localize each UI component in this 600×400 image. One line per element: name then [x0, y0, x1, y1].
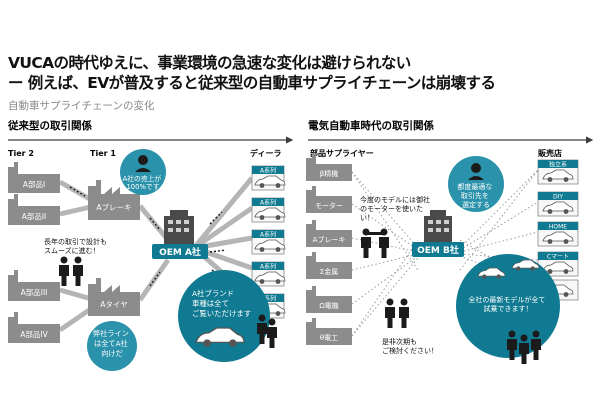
dealer-1-label: A系列 — [260, 167, 276, 175]
supplier-6: θ電工 — [306, 318, 352, 345]
supplier-3-label: Aブレーキ — [313, 235, 346, 244]
left-section-title: 従来型の取引関係 — [7, 120, 92, 132]
tier1-factory-tire: Aタイヤ — [88, 278, 140, 316]
right-section-header: 電気自動車時代の取引関係 部品サプライヤー 販売店 — [308, 120, 594, 158]
dealer-1: A系列 — [251, 165, 286, 191]
supply-chain-diagram: 従来型の取引関係 Tier 2 Tier 1 ディーラ 電気自動車時代の取引関係… — [7, 120, 594, 371]
tier1-factory-brake: Aブレーキ — [88, 180, 140, 220]
tier2-factory-4: A部品IV — [8, 312, 60, 343]
left-section-header: 従来型の取引関係 Tier 2 Tier 1 ディーラ — [7, 120, 294, 158]
supplier-3: Aブレーキ — [306, 220, 352, 247]
supplier-label: 部品サプライヤー — [310, 148, 374, 158]
tier2-box-4-label: A部品IV — [20, 329, 48, 339]
dealer-label: ディーラ — [250, 148, 281, 158]
tier2-factory-3: A部品III — [8, 270, 60, 301]
store-3-label: HOME — [549, 224, 567, 231]
right-section-title: 電気自動車時代の取引関係 — [308, 120, 434, 132]
tier1-box-1-label: Aブレーキ — [96, 202, 131, 212]
dealer-3: A系列 — [251, 229, 286, 255]
dealer-5-label: A系列 — [260, 295, 276, 303]
dealer-4-label: A系列 — [260, 263, 276, 271]
store-2: DIY — [537, 191, 579, 217]
handshake-people-left — [59, 256, 83, 286]
tier1-label: Tier 1 — [90, 149, 116, 158]
dealer-2-label: A系列 — [260, 199, 276, 207]
bubble-brand-text: A社ブランド 車種は全て ご覧いただけます — [192, 289, 251, 318]
tier2-factory-2: A部品II — [8, 194, 60, 225]
quote-motor-text: 今度のモデルには御社 のモーターを使いた い！ — [360, 195, 432, 222]
headline-line-1: VUCAの時代ゆえに、事業環境の急速な変化は避けられない — [8, 54, 411, 72]
bubble-loyal: 弊社ライン は全てA社 向けだ — [87, 321, 137, 371]
supplier-1-label: β精機 — [320, 169, 338, 178]
tier2-box-2-label: A部品II — [22, 211, 47, 221]
supplier-6-label: θ電工 — [320, 334, 338, 342]
meeting-people-icon — [361, 228, 389, 258]
quote-review-text: 是非次期も ご検討ください！ — [382, 337, 438, 355]
supplier-2-label: モーター — [315, 201, 343, 210]
bubble-models-text: 全社の最新モデルが全て 試乗できます！ — [468, 295, 547, 313]
store-2-label: DIY — [553, 194, 563, 201]
bubble-best: 都度最適な 取引先を 選定する — [448, 156, 504, 212]
oem-a-label: OEM A社 — [159, 246, 201, 258]
diagram-subtitle: 自動車サプライチェーンの変化 — [8, 100, 155, 112]
oem-a-building: OEM A社 — [152, 210, 208, 259]
supplier-5-label: Ω電機 — [319, 301, 338, 310]
tier1-box-2-label: Aタイヤ — [100, 300, 127, 309]
store-3: HOME — [537, 221, 579, 247]
tier2-box-3-label: A部品III — [21, 287, 48, 297]
oem-b-label: OEM B社 — [417, 244, 459, 256]
quote-review: 是非次期も ご検討ください！ — [382, 298, 438, 355]
quote-longterm-text: 長年の取引で設計も スムーズに進む！ — [44, 237, 109, 255]
bubble-sales-text: A社の売上が 100%です — [123, 174, 164, 191]
store-label: 販売店 — [538, 148, 562, 158]
tier2-label: Tier 2 — [8, 149, 34, 158]
supplier-5: Ω電機 — [306, 286, 352, 313]
store-4-label: Cマート — [547, 254, 569, 261]
left-dealers: A系列 A系列 A系列 A系列 A系列 — [251, 165, 286, 319]
store-1-label: 独立系 — [549, 161, 567, 169]
dealer-4: A系列 — [251, 261, 286, 287]
bubble-models: 全社の最新モデルが全て 試乗できます！ — [456, 254, 560, 364]
quote-motor: 今度のモデルには御社 のモーターを使いた い！ — [360, 195, 432, 222]
dealer-3-label: A系列 — [260, 231, 276, 239]
oem-b-building: OEM B社 — [412, 210, 464, 257]
store-1: 独立系 — [537, 159, 579, 185]
tier2-factory-1: A部品I — [8, 162, 60, 193]
supplier-4-label: Σ金属 — [320, 267, 338, 276]
bubble-brand: A社ブランド 車種は全て ご覧いただけます — [178, 270, 277, 362]
bubble-loyal-text: 弊社ライン は全てA社 向けだ — [93, 329, 131, 358]
quote-longterm: 長年の取引で設計も スムーズに進む！ — [44, 237, 109, 255]
right-stores: 独立系 DIY HOME Cマート — [537, 159, 579, 301]
dealer-2: A系列 — [251, 197, 286, 223]
headline-line-2: ー 例えば、EVが普及すると従来型の自動車サプライチェーンは崩壊する — [8, 74, 496, 92]
tier2-box-1-label: A部品I — [23, 179, 45, 189]
bubble-sales: A社の売上が 100%です — [120, 149, 166, 195]
bubble-best-text: 都度最適な 取引先を 選定する — [457, 182, 494, 209]
supplier-1: β精機 — [306, 154, 352, 181]
right-suppliers: β精機 モーター Aブレーキ Σ金属 Ω電機 θ電工 — [306, 154, 352, 345]
supplier-2: モーター — [306, 186, 352, 213]
supplier-4: Σ金属 — [306, 252, 352, 279]
